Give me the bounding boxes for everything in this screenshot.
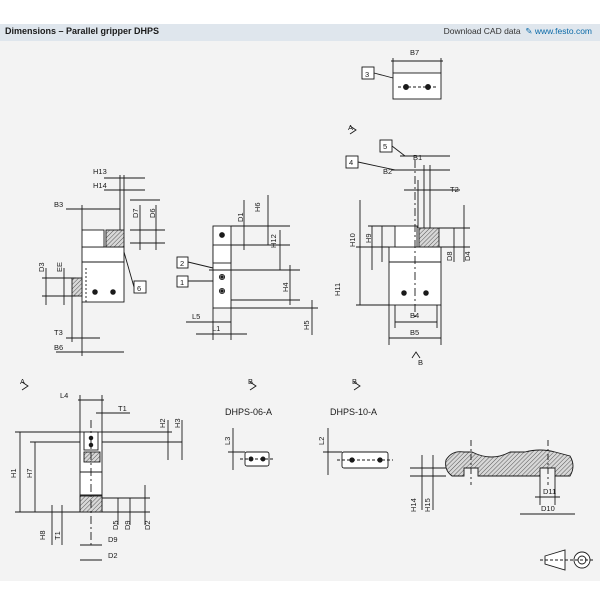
dim-label: L5 (192, 312, 200, 321)
dim-label: H9 (364, 233, 373, 243)
section-marker: B (248, 377, 253, 386)
section-marker: A (348, 123, 353, 132)
side-view-bottom-left (15, 395, 183, 561)
arrow-icon (411, 351, 421, 359)
projection-symbol-icon (540, 549, 594, 571)
callout-label: 6 (137, 284, 141, 293)
callout-label: 4 (349, 158, 353, 167)
dim-label: B6 (54, 343, 63, 352)
dim-label: H1 (9, 468, 18, 478)
drawing-svg: B7 3 A 5 4 B1 B2 T2 H10 H9 D8 D4 H11 B4 … (9, 48, 594, 571)
dim-label: D4 (463, 251, 472, 261)
dim-label: B1 (413, 153, 422, 162)
dim-label: H6 (253, 202, 262, 212)
dim-label: T1 (53, 531, 62, 540)
dim-label: D6 (148, 208, 157, 218)
download-label: Download CAD data (443, 26, 521, 36)
dim-label: H5 (302, 320, 311, 330)
dim-label: T1 (118, 404, 127, 413)
section-marker: A (20, 377, 25, 386)
dim-label: EE (55, 262, 64, 272)
dim-label: H13 (93, 167, 107, 176)
view-title-dhps06: DHPS-06-A (225, 407, 272, 417)
dim-label: H11 (333, 283, 342, 296)
view-title-dhps10: DHPS-10-A (330, 407, 377, 417)
dim-label: H14 (409, 498, 418, 512)
front-view-right (345, 139, 470, 345)
dim-label: H10 (348, 233, 357, 247)
dim-label: D5 (111, 520, 120, 530)
pencil-link-icon: ✎ (522, 26, 533, 36)
dim-label: D2 (143, 520, 152, 530)
dim-label: D7 (131, 208, 140, 218)
technical-drawing: B7 3 A 5 4 B1 B2 T2 H10 H9 D8 D4 H11 B4 … (0, 41, 600, 581)
dim-label: H3 (173, 418, 182, 428)
dim-label: T3 (54, 328, 63, 337)
dhps10-view (323, 428, 393, 475)
dim-label: D11 (543, 487, 556, 496)
festo-link[interactable]: www.festo.com (534, 26, 592, 36)
dim-label: L2 (317, 437, 326, 445)
section-marker: B (418, 358, 423, 367)
dim-label: T2 (450, 185, 459, 194)
dim-label: B3 (54, 200, 63, 209)
callout-label: 2 (180, 259, 184, 268)
dim-label: B5 (410, 328, 419, 337)
arrow-icon (349, 125, 357, 135)
dim-label: D10 (541, 504, 555, 513)
dim-label: L4 (60, 391, 68, 400)
dim-label: B2 (383, 167, 392, 176)
arrow-icon (249, 381, 257, 391)
callout-label: 1 (180, 278, 184, 287)
dim-label: H12 (269, 234, 278, 248)
dim-label: D3 (37, 262, 46, 272)
dim-label: D8 (445, 251, 454, 261)
dim-label: H14 (93, 181, 107, 190)
side-view-center (176, 195, 318, 340)
dim-label: L1 (212, 324, 220, 333)
header-bar: Dimensions – Parallel gripper DHPS Downl… (0, 24, 600, 41)
page-title: Dimensions – Parallel gripper DHPS (5, 26, 160, 36)
dim-label: H2 (158, 418, 167, 428)
jaw-section-view (410, 440, 575, 515)
arrow-icon (353, 381, 361, 391)
dim-label: H15 (423, 498, 432, 512)
dim-label: L3 (223, 437, 232, 445)
dim-label: D2 (108, 551, 118, 560)
section-marker: B (352, 377, 357, 386)
dim-label: D9 (108, 535, 118, 544)
dim-label: B7 (410, 48, 419, 57)
arrow-icon (21, 381, 29, 391)
dim-label: D1 (236, 212, 245, 222)
cad-download[interactable]: Download CAD data ✎ www.festo.com (444, 26, 592, 37)
callout-label: 5 (383, 142, 387, 151)
dhps06-view (228, 428, 274, 470)
dim-label: H7 (25, 468, 34, 478)
callout-label: 3 (365, 70, 369, 79)
front-view-left (42, 175, 165, 356)
dim-label: H4 (281, 282, 290, 292)
top-plan-view (361, 58, 443, 100)
dim-label: H8 (38, 530, 47, 540)
dim-label: B4 (410, 311, 419, 320)
dim-label: D9 (123, 520, 132, 530)
